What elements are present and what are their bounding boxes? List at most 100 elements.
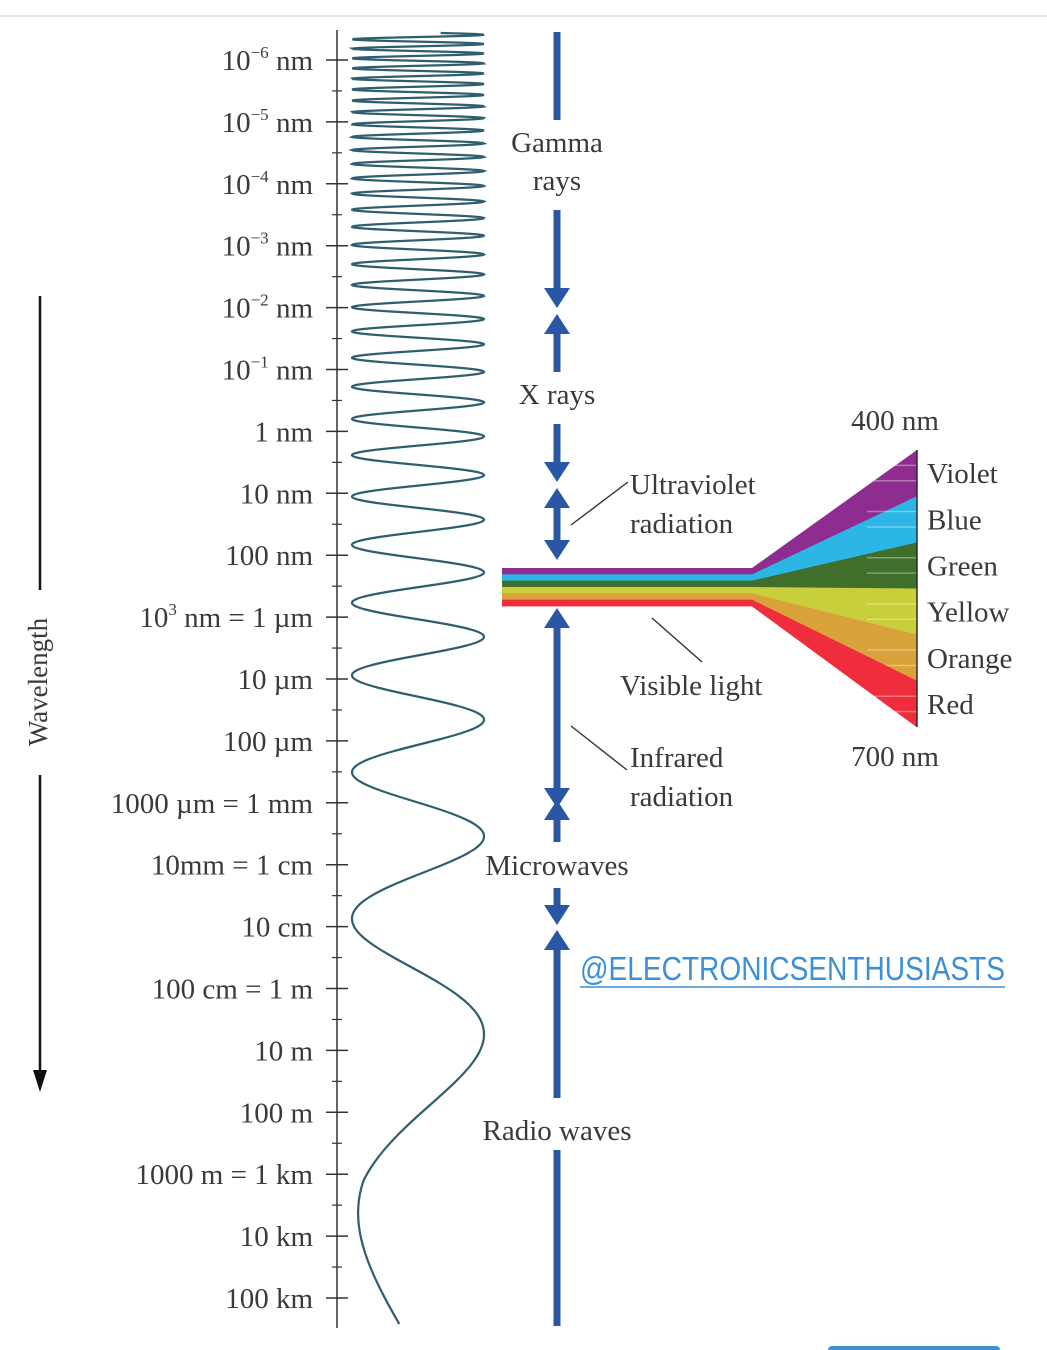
fan-band — [752, 599, 917, 728]
beam-band — [502, 568, 752, 575]
tick-base: 10 — [222, 169, 251, 201]
arrowhead-up — [544, 488, 570, 508]
axis-tick-label: 100 nm — [225, 540, 313, 572]
wavelength-axis-title: Wavelength — [23, 617, 53, 746]
spectrum-color-label: Green — [927, 550, 998, 582]
tick-base: 100 m — [240, 1097, 314, 1129]
arrowhead-down — [544, 788, 570, 808]
arrowhead-down — [544, 540, 570, 560]
arrowhead-down — [544, 288, 570, 308]
tick-exponent: −1 — [251, 353, 269, 372]
arrowhead-down — [544, 462, 570, 482]
tick-base: 10mm = 1 cm — [151, 850, 314, 882]
tick-unit: nm — [269, 107, 314, 139]
tick-exponent: 3 — [168, 600, 177, 619]
beam-band — [502, 574, 752, 582]
tick-base: 10 cm — [241, 912, 313, 944]
ir-label-line1: Infrared — [630, 742, 724, 774]
spectrum-color-label: Orange — [927, 643, 1012, 675]
fan-band — [752, 450, 917, 575]
arrowhead-down — [544, 905, 570, 925]
gamma-label-line2: rays — [533, 165, 581, 197]
axis-tick-label: 10−2 nm — [222, 291, 314, 325]
tick-base: 10 — [222, 231, 251, 263]
tick-unit: nm — [269, 293, 314, 325]
spectrum-bottom-label: 700 nm — [851, 741, 939, 773]
tick-base: 1000 m = 1 km — [136, 1159, 314, 1191]
tick-base: 10 — [222, 107, 251, 139]
gamma-label-line1: Gamma — [511, 127, 603, 159]
watermark-handle: @ELECTRONICSENTHUSIASTS — [580, 950, 1005, 987]
axis-tick-label: 103 nm = 1 µm — [139, 600, 313, 634]
axis-tick-label: 10−6 nm — [222, 43, 314, 77]
axis-tick-label: 100 m — [240, 1097, 314, 1129]
visible-spectrum-fan: 400 nm 700 nm VioletBlueGreenYellowOrang… — [502, 405, 1012, 773]
tick-unit: nm = 1 µm — [177, 602, 314, 634]
watermark: @ELECTRONICSENTHUSIASTS — [580, 950, 1005, 988]
region-arrows — [544, 32, 570, 1326]
tick-unit: nm — [269, 45, 314, 77]
tick-base: 100 µm — [223, 726, 313, 758]
axis-tick-label: 10 km — [240, 1221, 314, 1253]
axis-tick-label: 100 cm = 1 m — [152, 974, 314, 1006]
tick-base: 10 µm — [237, 664, 313, 696]
axis-tick-label: 10−5 nm — [222, 105, 314, 139]
tick-unit: nm — [269, 231, 314, 263]
tick-exponent: −5 — [251, 105, 269, 124]
axis-tick-label: 10−4 nm — [222, 167, 314, 201]
spectrum-color-label: Blue — [927, 504, 982, 536]
axis-tick-label: 10 µm — [237, 664, 313, 696]
axis-tick-label: 10−1 nm — [222, 353, 314, 387]
fan-band — [752, 593, 917, 682]
radio-label: Radio waves — [483, 1115, 632, 1147]
tick-exponent: −2 — [251, 291, 269, 310]
axis-tick-label: 1000 µm = 1 mm — [111, 788, 314, 820]
uv-leader — [570, 481, 629, 526]
axis-tick-label: 10−3 nm — [222, 229, 314, 263]
uv-label-line2: radiation — [630, 508, 734, 540]
fan-band — [752, 496, 917, 582]
axis-tick-label: 10 cm — [241, 912, 313, 944]
visible-label: Visible light — [620, 670, 762, 702]
uv-label-line1: Ultraviolet — [630, 469, 756, 501]
beam-band — [502, 580, 752, 588]
region-labels: Gamma rays X rays Ultraviolet radiation … — [483, 127, 763, 1147]
wavelength-arrowhead — [33, 1070, 47, 1092]
axis-tick-label: 100 µm — [223, 726, 313, 758]
wavelength-indicator: Wavelength — [23, 296, 53, 1092]
axis-tick-label: 10 m — [254, 1035, 313, 1067]
tick-base: 100 cm = 1 m — [152, 974, 314, 1006]
wave-curve — [348, 31, 488, 1325]
tick-unit: nm — [269, 169, 314, 201]
arrowhead-up — [544, 930, 570, 950]
tick-base: 10 — [222, 293, 251, 325]
axis-tick-label: 10 nm — [240, 478, 314, 510]
beam-band — [502, 599, 752, 607]
tick-base: 100 km — [225, 1283, 313, 1315]
tick-base: 10 — [139, 602, 168, 634]
tick-base: 1 nm — [254, 416, 313, 448]
axis-tick-label: 1000 m = 1 km — [136, 1159, 314, 1191]
tick-exponent: −6 — [251, 43, 269, 62]
ir-leader — [570, 725, 628, 771]
tick-base: 100 nm — [225, 540, 313, 572]
xrays-label: X rays — [519, 379, 596, 411]
spectrum-color-label: Violet — [927, 458, 998, 490]
spectrum-color-label: Yellow — [927, 597, 1010, 629]
tick-base: 10 — [222, 45, 251, 77]
tick-base: 1000 µm = 1 mm — [111, 788, 314, 820]
axis-tick-label: 1 nm — [254, 416, 313, 448]
beam-band — [502, 587, 752, 594]
tick-exponent: −4 — [251, 167, 270, 186]
arrowhead-up — [544, 314, 570, 334]
microwaves-label: Microwaves — [485, 850, 628, 882]
visible-leader — [651, 617, 703, 663]
bottom-edge-tab — [828, 1346, 1000, 1350]
axis-tick-label: 10mm = 1 cm — [151, 850, 314, 882]
arrowhead-up — [544, 608, 570, 628]
fan-band — [752, 542, 917, 589]
fan-band — [752, 587, 917, 636]
spectrum-color-label: Red — [927, 689, 974, 721]
